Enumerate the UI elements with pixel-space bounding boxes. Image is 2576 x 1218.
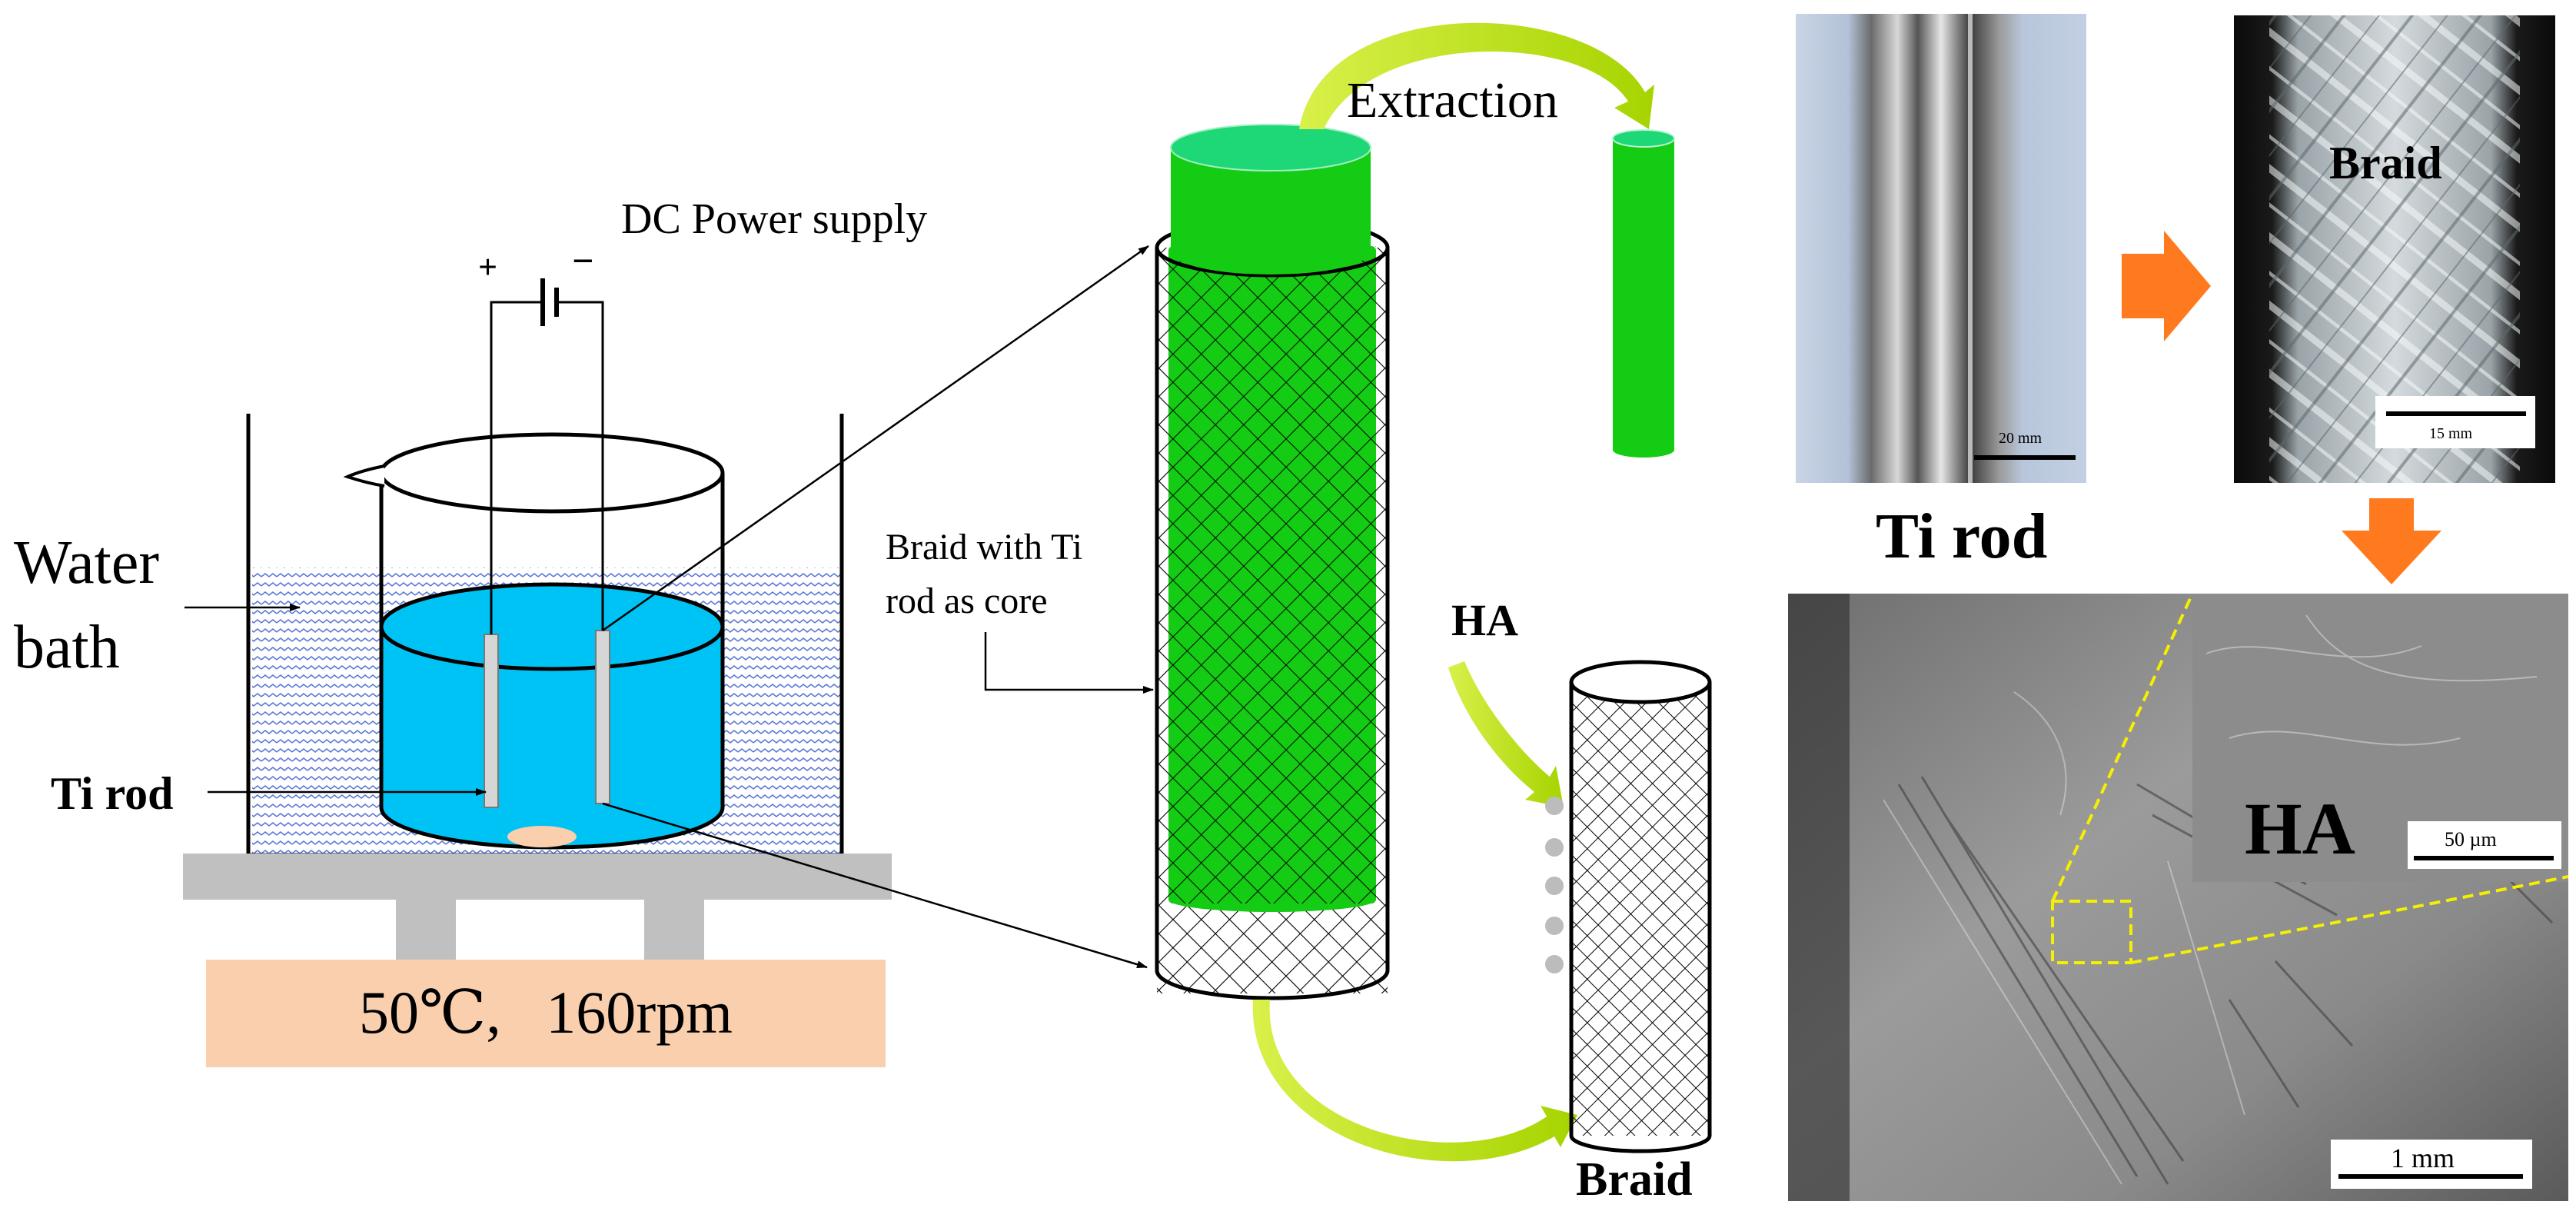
braid-overlay-label: Braid — [2329, 138, 2442, 188]
wire-right — [561, 301, 604, 631]
zoom-line-bottom — [602, 802, 1148, 969]
cathode-rod — [595, 630, 610, 804]
anode-ti-rod — [484, 634, 499, 808]
braid-photo: Braid 15 mm — [2234, 15, 2555, 483]
braid-core-label: Braid with Ti rod as core — [886, 527, 1092, 621]
power-supply-label: DC Power supply — [621, 195, 927, 243]
sem-zoom-box — [2051, 900, 2132, 964]
ti-rod-label: Ti rod — [51, 768, 174, 819]
ha-label: HA — [1451, 595, 1518, 645]
hotplate-leg-left — [396, 900, 456, 960]
minus-sign: − — [572, 239, 594, 282]
beaker — [379, 473, 725, 850]
sem-scale-label: 1 mm — [2391, 1143, 2455, 1173]
braid-scale-label: 15 mm — [2429, 425, 2473, 442]
sem-inset-scale-label: 50 µm — [2445, 828, 2497, 850]
water-bath-apparatus: + − DC Power supply 50℃, 160rpm Water ba… — [14, 195, 1149, 1067]
sem-image: HA 50 µm 1 mm — [1788, 594, 2568, 1201]
ti-rod-scale-label: 20 mm — [1999, 430, 2043, 447]
stir-bar — [507, 826, 577, 847]
ha-arrow — [1448, 661, 1564, 807]
sem-ha-label: HA — [2245, 787, 2355, 870]
orange-arrow-right — [2122, 231, 2211, 341]
braid-process: Braid with Ti rod as core Extraction HA … — [886, 22, 1712, 1206]
beaker-spout — [343, 464, 385, 488]
electrolyte-surface — [379, 582, 725, 671]
ti-rod-photo: 20 mm — [1796, 14, 2086, 483]
water-bath-label: Water bath — [14, 529, 175, 681]
braid-label: Braid — [1576, 1153, 1693, 1206]
extraction-label: Extraction — [1347, 72, 1558, 128]
ti-rod-caption: Ti rod — [1876, 501, 2047, 572]
braid-outline — [1155, 248, 1390, 1000]
braid-core-pointer — [984, 632, 1154, 694]
photo-panels: 20 mm Ti rod Braid 15 mm — [1788, 14, 2568, 1201]
braid-scale-box — [2375, 396, 2535, 448]
beaker-rim — [379, 432, 725, 514]
hollow-braid-top — [1569, 660, 1712, 704]
extracted-ti-rod — [1613, 138, 1674, 450]
hotplate-leg-right — [644, 900, 704, 960]
ti-rod-cap-top — [1170, 124, 1371, 171]
extraction-arrow — [1299, 22, 1654, 129]
hollow-braid-mesh — [1571, 682, 1710, 1136]
plus-sign: + — [478, 248, 497, 286]
conditions-label: 50℃, 160rpm — [359, 979, 733, 1046]
hollow-braid-outline — [1569, 682, 1712, 1153]
extracted-ti-rod-top — [1612, 129, 1675, 148]
wire-left — [490, 301, 530, 634]
orange-arrow-down — [2342, 498, 2441, 584]
hotplate-base — [206, 960, 886, 1067]
coating-arrow — [1252, 1000, 1577, 1162]
ha-particles — [1545, 797, 1564, 973]
zoom-line-top — [602, 245, 1149, 632]
hotplate-top — [183, 854, 892, 900]
